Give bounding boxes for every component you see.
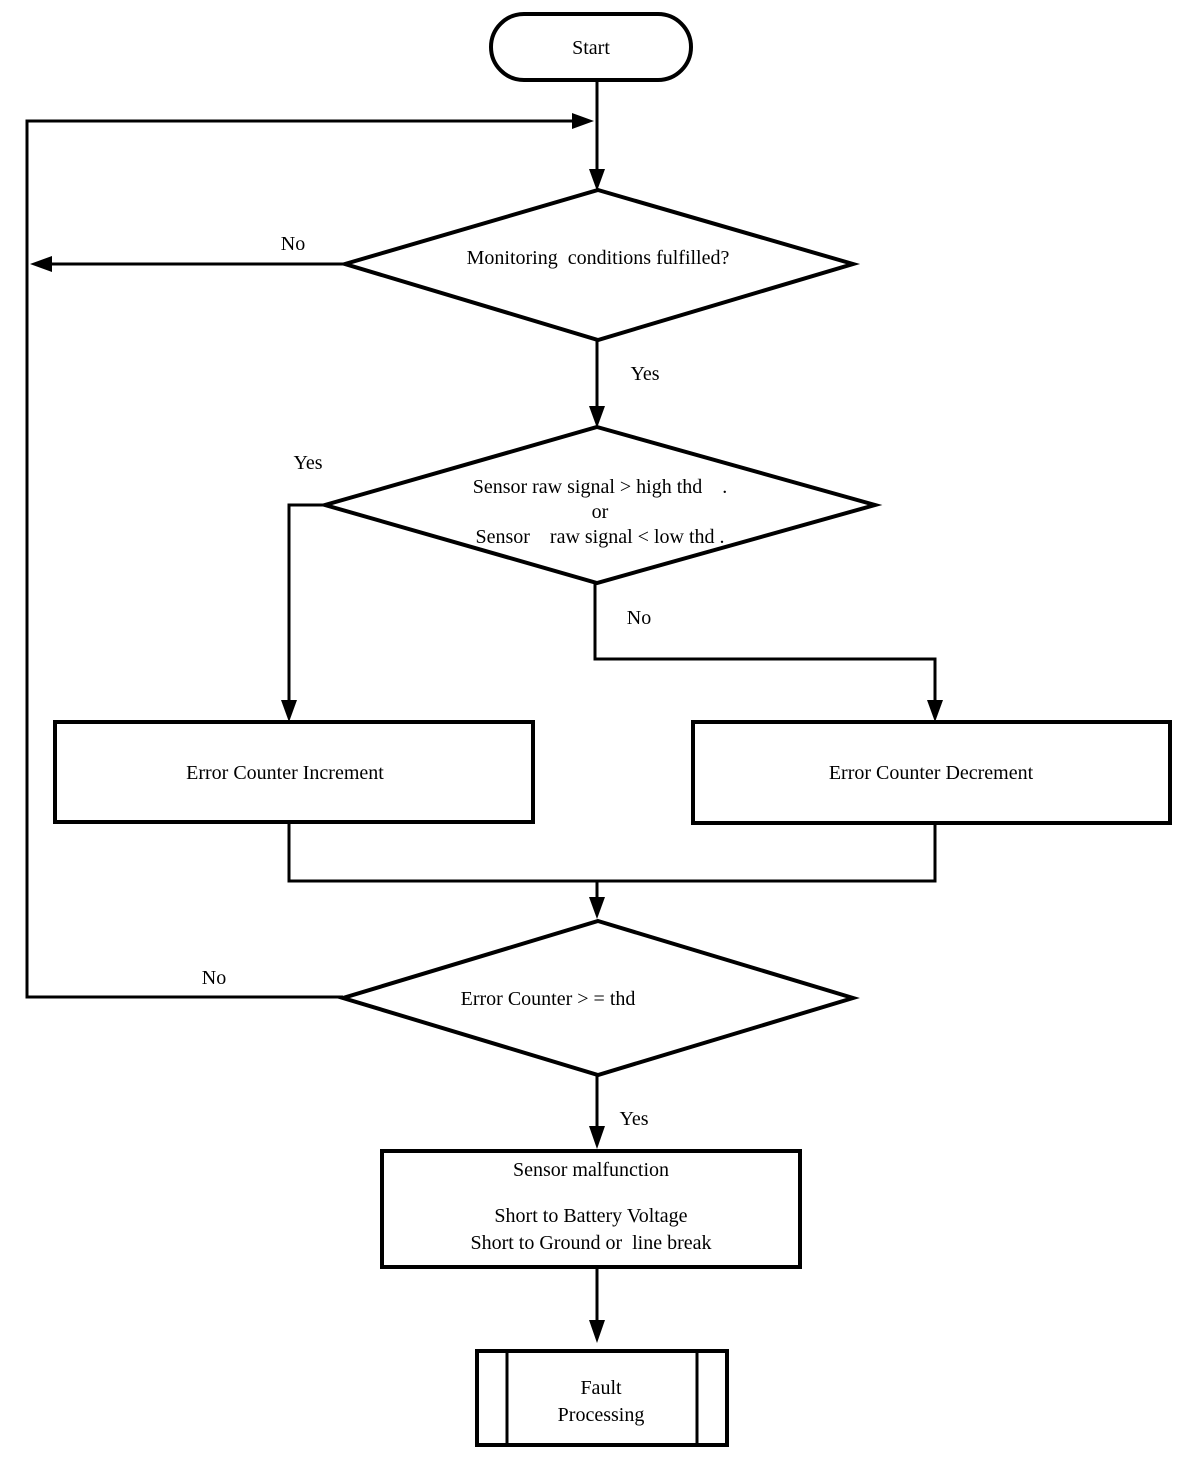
label-signal-no: No: [627, 607, 651, 629]
label-counter-yes: Yes: [619, 1108, 648, 1130]
arrowhead-monitoring-no: [30, 256, 52, 272]
arrowhead-into-decrement: [927, 700, 943, 722]
signal-decision-line1: Sensor raw signal > high thd .: [473, 476, 728, 498]
label-signal-yes: Yes: [293, 452, 322, 474]
node-monitoring-decision: Monitoring conditions fulfilled?: [337, 187, 861, 343]
malfunction-process-box: [380, 1149, 802, 1269]
counter-decision-label: Error Counter > = thd: [461, 988, 636, 1010]
monitoring-decision-label: Monitoring conditions fulfilled?: [467, 247, 730, 269]
edge-signal-no: [593, 583, 937, 702]
label-monitoring-yes: Yes: [630, 363, 659, 385]
label-monitoring-no: No: [281, 233, 305, 255]
signal-decision-diamond: [317, 424, 883, 586]
node-sensor-malfunction: Sensor malfunction Short to Battery Volt…: [380, 1149, 802, 1269]
node-signal-decision: Sensor raw signal > high thd . or Sensor…: [317, 424, 883, 586]
increment-label: Error Counter Increment: [186, 762, 384, 784]
decrement-process-box: [691, 720, 1172, 825]
malfunction-line2: Short to Battery Voltage: [494, 1205, 687, 1227]
arrowhead-into-counter-decision: [589, 897, 605, 919]
node-fault-processing: Fault Processing: [475, 1349, 729, 1447]
arrowhead-into-malfunction: [589, 1126, 605, 1149]
malfunction-line1: Sensor malfunction: [513, 1159, 669, 1181]
node-error-counter-decrement: Error Counter Decrement: [691, 720, 1172, 825]
monitoring-decision-diamond: [337, 187, 861, 343]
decrement-label: Error Counter Decrement: [829, 762, 1034, 784]
arrowhead-into-signal-decision: [589, 406, 605, 428]
increment-process-box: [53, 720, 535, 824]
node-start: Start: [489, 12, 693, 82]
node-error-counter-increment: Error Counter Increment: [53, 720, 535, 824]
arrowhead-feedback-into-entry: [572, 113, 594, 129]
edge-merge-after-boxes: [287, 822, 937, 883]
start-terminator-shape: [489, 12, 693, 82]
counter-decision-diamond: [336, 918, 860, 1078]
signal-decision-line2: or: [592, 501, 609, 523]
start-label: Start: [572, 37, 610, 59]
fault-processing-line2: Processing: [558, 1404, 645, 1426]
arrowhead-into-increment: [281, 700, 297, 722]
arrowhead-into-monitoring: [589, 169, 605, 191]
edge-signal-yes: [287, 503, 325, 702]
edge-feedback-loop: [25, 119, 576, 999]
arrowhead-into-fault: [589, 1320, 605, 1343]
node-error-counter-decision: Error Counter > = thd: [336, 918, 860, 1078]
label-counter-no: No: [202, 967, 226, 989]
signal-decision-line3: Sensor raw signal < low thd .: [475, 526, 724, 548]
fault-processing-box: [475, 1349, 729, 1447]
malfunction-line3: Short to Ground or line break: [470, 1232, 711, 1254]
fault-processing-line1: Fault: [580, 1377, 622, 1399]
